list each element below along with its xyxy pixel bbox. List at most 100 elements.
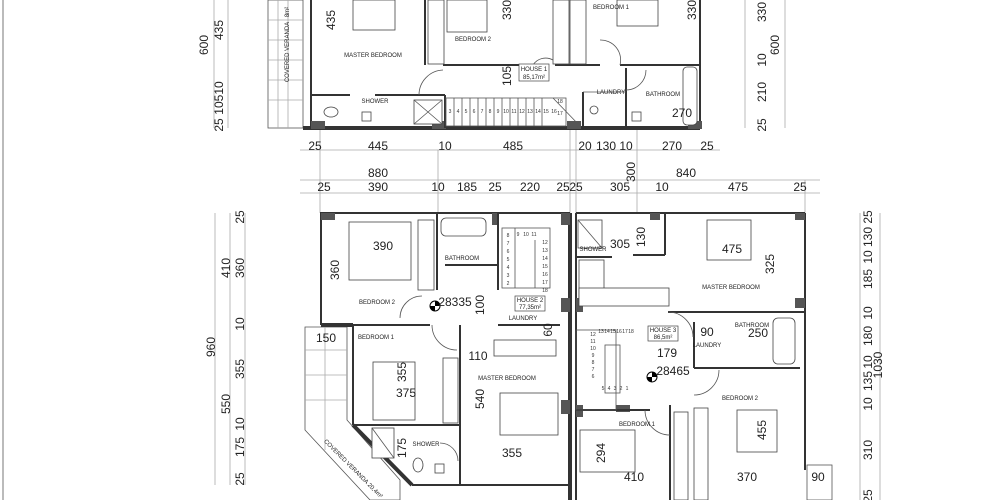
room-label: BATHROOM	[646, 92, 680, 98]
dim-label: 445	[368, 139, 388, 153]
house-3-tag	[647, 325, 679, 342]
stair-step-number: 12	[519, 109, 525, 115]
stair-step-number: 7	[592, 367, 595, 373]
dim-label: 330	[685, 0, 699, 20]
dim-label: 175	[395, 438, 409, 458]
stair-step-number: 13	[598, 329, 604, 335]
stair-step-number: 1	[626, 386, 629, 392]
dim-label: 10	[233, 317, 247, 331]
stair-step-number: 3	[614, 386, 617, 392]
dim-label: 355	[502, 446, 522, 460]
dim-label: 25	[793, 180, 807, 194]
dim-label: 220	[520, 180, 540, 194]
room-label: MASTER BEDROOM	[702, 285, 760, 291]
dim-label: 180	[861, 326, 875, 346]
dim-label: 390	[373, 239, 393, 253]
stair-step-number: 11	[511, 109, 516, 115]
stair-step-number: 15	[543, 109, 549, 115]
dim-label: 10	[755, 53, 769, 67]
stair-step-number: 12	[590, 332, 596, 338]
room-label: MASTER BEDROOM	[478, 376, 536, 382]
dim-label: 960	[204, 337, 218, 357]
dim-label: 355	[233, 359, 247, 379]
stair-step-number: 11	[531, 232, 536, 238]
dim-label: 100	[473, 295, 487, 315]
dimension-rows	[300, 130, 820, 213]
stair-step-number: 4	[608, 386, 611, 392]
stair-step-number: 13	[527, 109, 533, 115]
dim-label: 270	[662, 139, 682, 153]
dim-label: 25	[233, 210, 247, 224]
stair-step-number: 18	[628, 329, 634, 335]
stair-step-number: 15	[610, 329, 616, 335]
house-3-labels: SHOWER MASTER BEDROOM BATHROOM LAUNDRY B…	[580, 210, 886, 500]
dim-label: 270	[672, 106, 692, 120]
room-label: BEDROOM 1	[593, 5, 630, 11]
stair-step-number: 9	[592, 353, 595, 359]
stair-step-number: 10	[590, 346, 596, 352]
dim-label: 10	[619, 139, 633, 153]
stair-step-number: 13	[542, 248, 548, 254]
room-label: BATHROOM	[735, 323, 769, 329]
room-label: BEDROOM 2	[722, 396, 759, 402]
dim-label: 10	[233, 417, 247, 431]
dim-label: 25	[488, 180, 502, 194]
dim-label: 25	[233, 472, 247, 486]
stair-step-number: 8	[489, 109, 492, 115]
dim-label: 360	[328, 260, 342, 280]
room-label: BATHROOM	[445, 256, 479, 262]
room-label: LAUNDRY	[597, 90, 626, 96]
dim-label: 250	[748, 326, 768, 340]
dim-label: 25	[317, 180, 331, 194]
stair-step-number: 18	[542, 288, 548, 294]
stair-step-number: 16	[542, 272, 548, 278]
dim-label: 330	[755, 2, 769, 22]
dim-label: 370	[737, 470, 757, 484]
room-label: LAUNDRY	[509, 316, 538, 322]
stair-step-number: 5	[465, 109, 468, 115]
dim-label: 10	[861, 306, 875, 320]
dim-label: 130	[634, 227, 648, 247]
veranda-label: COVERED VERANDA	[285, 22, 291, 82]
room-label: MASTER BEDROOM	[344, 53, 402, 59]
dim-label: 1030	[871, 351, 885, 378]
stair-step-number: 16	[551, 109, 557, 115]
dim-label: 840	[676, 166, 696, 180]
dim-label: 375	[396, 386, 416, 400]
house-tag-area: 85,17m²	[523, 75, 545, 81]
dim-label: 90	[700, 325, 714, 339]
dim-label: 435	[324, 10, 338, 30]
room-label: BEDROOM 1	[619, 422, 656, 428]
dim-label: 130	[861, 227, 875, 247]
stair-step-number: 9	[517, 232, 520, 238]
stair-step-number: 7	[507, 241, 510, 247]
dim-label: 185	[861, 269, 875, 289]
stair-step-number: 18	[557, 99, 563, 105]
room-label: SHOWER	[362, 99, 390, 105]
stair-step-number: 5	[507, 257, 510, 263]
house-1-bottom-dims: 25 445 10 485 20 130 10 270 25	[308, 139, 714, 153]
stair-step-number: 6	[592, 374, 595, 380]
level-label: 28465	[656, 364, 690, 378]
house-tag-name: HOUSE 1	[521, 67, 548, 73]
level-label: 28335	[438, 295, 472, 309]
dim-label: 150	[316, 331, 336, 345]
dim-label: 25	[700, 139, 714, 153]
stair-step-number: 17	[622, 329, 628, 335]
dim-label: 300	[624, 162, 638, 182]
stair-step-number: 2	[507, 281, 510, 287]
room-label: BEDROOM 1	[358, 335, 395, 341]
stair-step-number: 9	[497, 109, 500, 115]
dim-label: 25	[755, 118, 769, 132]
dim-label: 25	[569, 180, 583, 194]
stair-step-number: 4	[507, 265, 510, 271]
stair-step-number: 17	[557, 111, 563, 117]
dim-label: 25	[308, 139, 322, 153]
dim-label: 330	[500, 0, 514, 20]
stair-step-number: 4	[457, 109, 460, 115]
dim-label: 540	[473, 389, 487, 409]
dim-label: 210	[755, 82, 769, 102]
